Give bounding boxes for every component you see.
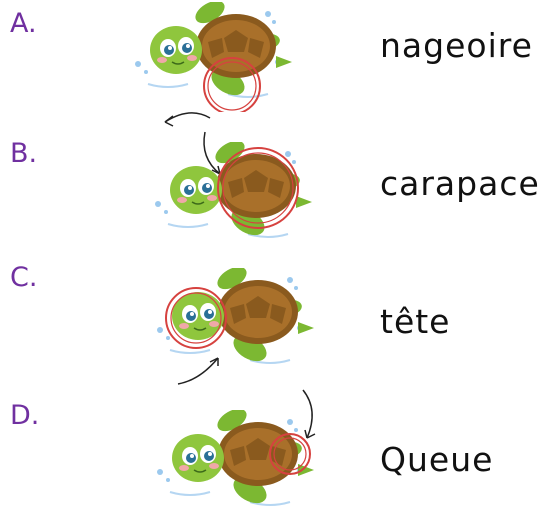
option-word-c: tête <box>380 302 451 341</box>
highlight-circle-shell <box>217 147 299 229</box>
sea-turtle-icon <box>156 268 315 368</box>
turtle-image-c <box>150 268 325 378</box>
option-letter-d: D. <box>10 400 40 431</box>
option-word-b: carapace <box>380 164 540 203</box>
turtle-image-d <box>150 410 325 520</box>
arrow-icon-d <box>302 389 316 439</box>
sea-turtle-icon <box>156 410 315 510</box>
arrow-icon-c <box>177 357 219 385</box>
option-letter-a: A. <box>10 8 37 39</box>
option-word-d: Queue <box>380 440 494 479</box>
turtle-image-b <box>148 142 323 252</box>
arrow-icon-a <box>164 112 211 127</box>
sea-turtle-icon <box>154 142 313 242</box>
highlight-circle-flipper <box>203 57 261 112</box>
option-word-a: nageoire <box>380 26 533 65</box>
sea-turtle-icon <box>134 2 293 112</box>
highlight-circle-head <box>165 287 227 349</box>
highlight-circle-tail <box>269 433 311 475</box>
turtle-image-a <box>128 2 303 112</box>
option-letter-c: C. <box>10 262 38 293</box>
option-letter-b: B. <box>10 138 38 169</box>
